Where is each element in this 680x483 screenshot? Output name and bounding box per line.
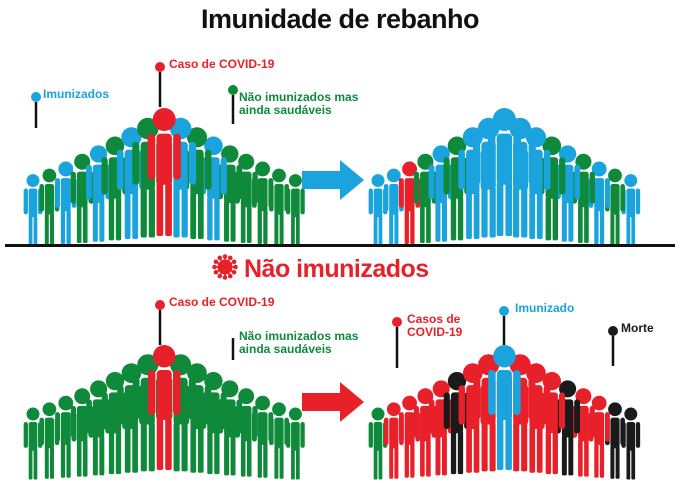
top-left-person (70, 153, 94, 243)
bottom-left-person (251, 395, 274, 478)
top-left-person (147, 108, 181, 236)
pointer-cases-dot (392, 317, 402, 327)
label-immunized-single: Imunizado (515, 301, 575, 315)
label-immunized: Imunizados (43, 87, 110, 101)
top-right-person (571, 153, 596, 243)
virus-icon (212, 254, 238, 280)
pointer-covid-dot (155, 62, 165, 72)
top-right-person (588, 161, 610, 245)
bottom-right-person (368, 407, 388, 480)
pointer-immunized-bottom-dot (499, 306, 509, 316)
label-covid-case: Caso de COVID-19 (169, 57, 275, 71)
pointer-healthy-dot (228, 85, 238, 95)
top-right-person (487, 108, 522, 236)
diagram-title: Imunidade de rebanho (200, 4, 480, 34)
label-covid-case-bottom: Caso de COVID-19 (169, 295, 275, 309)
pointer-immunized-dot (31, 92, 41, 102)
bottom-left-person (23, 407, 43, 480)
bottom-left-person (147, 345, 181, 470)
label-covid-cases: Casos de COVID-19 (407, 312, 463, 339)
top-left-person (217, 145, 243, 242)
arrow-top (302, 160, 364, 200)
top-left-person (23, 174, 43, 247)
section2-title: Não imunizados (212, 254, 429, 284)
top-left-person (286, 174, 305, 247)
arrow-bottom (302, 382, 364, 422)
label-death: Morte (621, 321, 654, 335)
label-unimmunized-healthy-bottom: Não imunizados mas ainda saudáveis (239, 329, 359, 356)
bottom-left-person (286, 407, 305, 480)
section-divider (5, 244, 675, 247)
label-unimmunized-healthy: Não imunizados mas ainda saudáveis (239, 90, 359, 117)
pointer-death-dot (608, 326, 618, 336)
pointer-covid-bottom-dot (155, 300, 165, 310)
bottom-right-person (488, 345, 521, 470)
